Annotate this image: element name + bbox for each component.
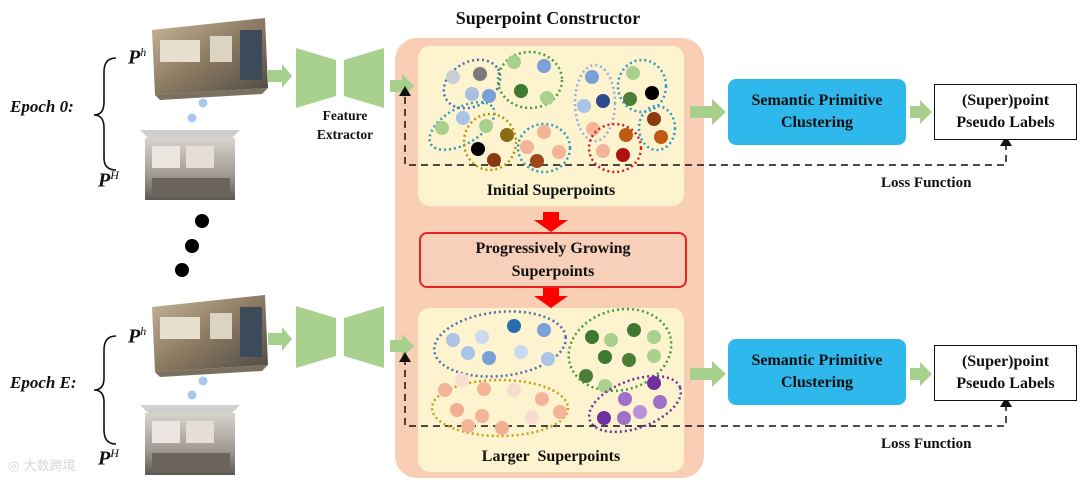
watermark-logo-icon: ◎ xyxy=(8,459,20,474)
larger-superpoints-clusters xyxy=(430,307,683,438)
superpoint-cluster xyxy=(637,104,677,152)
green-arrow-extractor-to-panel-bottom xyxy=(390,334,414,358)
feature-extractor-line-2: Extractor xyxy=(316,127,374,142)
pseudo-labels-box-top: (Super)point Pseudo Labels xyxy=(934,84,1077,140)
semantic-line-1: Semantic Primitive xyxy=(751,92,883,109)
loss-arrowhead-bottom-up xyxy=(1000,397,1012,407)
superpoint-cluster xyxy=(428,100,496,152)
feature-extractor-line-1: Feature xyxy=(322,108,368,123)
larger-superpoints-label: Larger Superpoints xyxy=(481,448,621,465)
initial-superpoints-label: Initial Superpoints xyxy=(486,182,616,199)
ellipsis-dots-bottom xyxy=(187,376,208,400)
pseudo-line-2: Pseudo Labels xyxy=(956,114,1055,131)
feature-extractor-bottom xyxy=(296,306,384,368)
loss-function-label-top: Loss Function xyxy=(881,175,972,191)
green-arrow-clustering-to-labels-bottom xyxy=(910,362,932,386)
green-arrow-room-to-extractor-top xyxy=(268,64,292,88)
loss-function-label-bottom: Loss Function xyxy=(881,436,972,452)
progressive-line-1: Progressively Growing xyxy=(475,240,631,257)
room-scan-bottom-h xyxy=(152,295,268,377)
semantic-line-2: Clustering xyxy=(780,114,853,131)
green-arrow-panel-to-clustering-bottom xyxy=(690,361,726,387)
pseudo-line-2: Pseudo Labels xyxy=(956,375,1055,392)
green-arrow-panel-to-clustering-top xyxy=(690,99,726,125)
epoch-e-label: Epoch E: xyxy=(10,373,77,392)
superpoint-cluster xyxy=(433,310,567,378)
larger-superpoints-panel xyxy=(418,308,684,472)
loss-arrowhead-bottom-left xyxy=(399,352,411,362)
superpoint-cluster xyxy=(516,122,572,174)
superpoint-cluster xyxy=(567,307,673,393)
feature-extractor-top xyxy=(296,48,384,108)
p-h-label-top: Ph xyxy=(128,45,147,69)
room-scan-top-H xyxy=(140,130,240,200)
ellipsis-dots-top xyxy=(187,98,208,123)
p-h-label-bottom: Ph xyxy=(128,324,147,348)
green-arrow-clustering-to-labels-top xyxy=(910,100,932,124)
loss-arrowhead-top-up xyxy=(1000,136,1012,146)
room-scan-top-h xyxy=(152,18,268,100)
epoch-0-label: Epoch 0: xyxy=(10,97,74,116)
semantic-clustering-box-top: Semantic Primitive Clustering xyxy=(728,79,906,145)
watermark-text: 大数跨境 xyxy=(23,459,76,474)
progressive-growing-box: Progressively Growing Superpoints xyxy=(419,232,687,288)
p-H-label-top: PH xyxy=(98,168,119,192)
progressive-line-2: Superpoints xyxy=(511,263,595,280)
semantic-clustering-box-bottom: Semantic Primitive Clustering xyxy=(728,339,906,405)
red-arrow-down-1 xyxy=(534,212,568,232)
brace-top xyxy=(93,57,117,171)
watermark: ◎ 大数跨境 xyxy=(8,455,76,474)
brace-bottom xyxy=(93,335,117,445)
semantic-line-2: Clustering xyxy=(780,374,853,391)
green-arrow-room-to-extractor-bottom xyxy=(268,327,292,351)
pseudo-line-1: (Super)point xyxy=(961,353,1050,370)
pseudo-line-1: (Super)point xyxy=(961,92,1050,109)
feature-extractor-label: Feature Extractor xyxy=(300,106,390,144)
initial-superpoints-clusters xyxy=(428,50,677,174)
red-arrow-down-2 xyxy=(534,288,568,308)
room-scan-bottom-H xyxy=(140,405,240,475)
superpoint-cluster xyxy=(442,58,502,110)
epoch-ellipsis-dots xyxy=(175,214,209,277)
superpoint-cluster xyxy=(573,63,617,143)
p-H-label-bottom: PH xyxy=(98,446,119,470)
superpoint-cluster xyxy=(496,50,564,110)
superpoint-cluster xyxy=(587,374,683,434)
superpoint-cluster xyxy=(430,373,570,438)
superpoint-cluster xyxy=(616,58,668,114)
superpoint-cluster xyxy=(587,122,643,174)
constructor-title: Superpoint Constructor xyxy=(455,8,641,28)
pseudo-labels-box-bottom: (Super)point Pseudo Labels xyxy=(934,345,1077,401)
loss-arrowhead-top-left xyxy=(399,86,411,96)
semantic-line-1: Semantic Primitive xyxy=(751,352,883,369)
superpoint-cluster xyxy=(462,112,518,172)
